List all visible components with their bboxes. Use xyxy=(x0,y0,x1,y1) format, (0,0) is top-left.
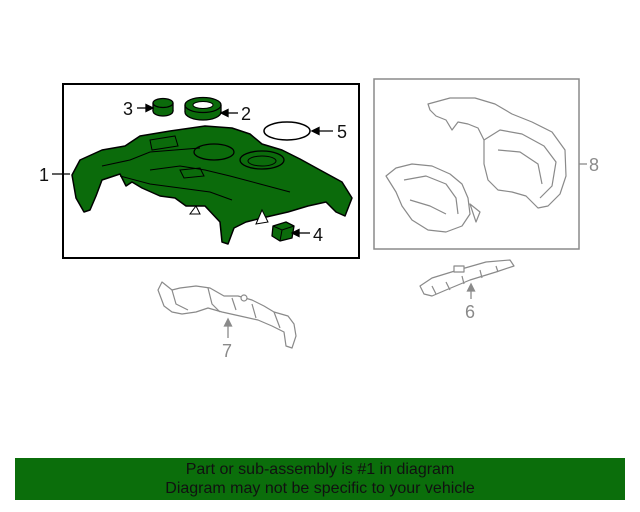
callout-5: 5 xyxy=(337,122,347,142)
o-ring-part-5[interactable] xyxy=(263,121,311,141)
leaders-grey xyxy=(223,163,587,338)
callout-7: 7 xyxy=(222,341,232,361)
leaders-dark xyxy=(52,103,333,238)
engine-cover-part-1[interactable] xyxy=(71,125,353,245)
assembly-1-frame xyxy=(62,83,360,259)
notice-line-2: Diagram may not be specific to your vehi… xyxy=(165,480,475,497)
notice-line-1: Part or sub-assembly is #1 in diagram xyxy=(185,461,455,478)
seal-ring-part-2[interactable] xyxy=(184,96,222,121)
callout-6: 6 xyxy=(465,302,475,322)
callout-8: 8 xyxy=(589,155,599,175)
bracket-part-7[interactable] xyxy=(157,281,297,349)
callout-4: 4 xyxy=(313,225,323,245)
callout-2: 2 xyxy=(241,104,251,124)
callout-3: 3 xyxy=(123,99,133,119)
bracket-part-6[interactable] xyxy=(419,259,515,297)
clip-part-4[interactable] xyxy=(271,221,295,242)
callout-1: 1 xyxy=(39,165,49,185)
grommet-part-3[interactable] xyxy=(152,97,174,117)
shield-part-8[interactable] xyxy=(385,97,567,233)
notice-banner: Part or sub-assembly is #1 in diagram Di… xyxy=(15,458,625,500)
